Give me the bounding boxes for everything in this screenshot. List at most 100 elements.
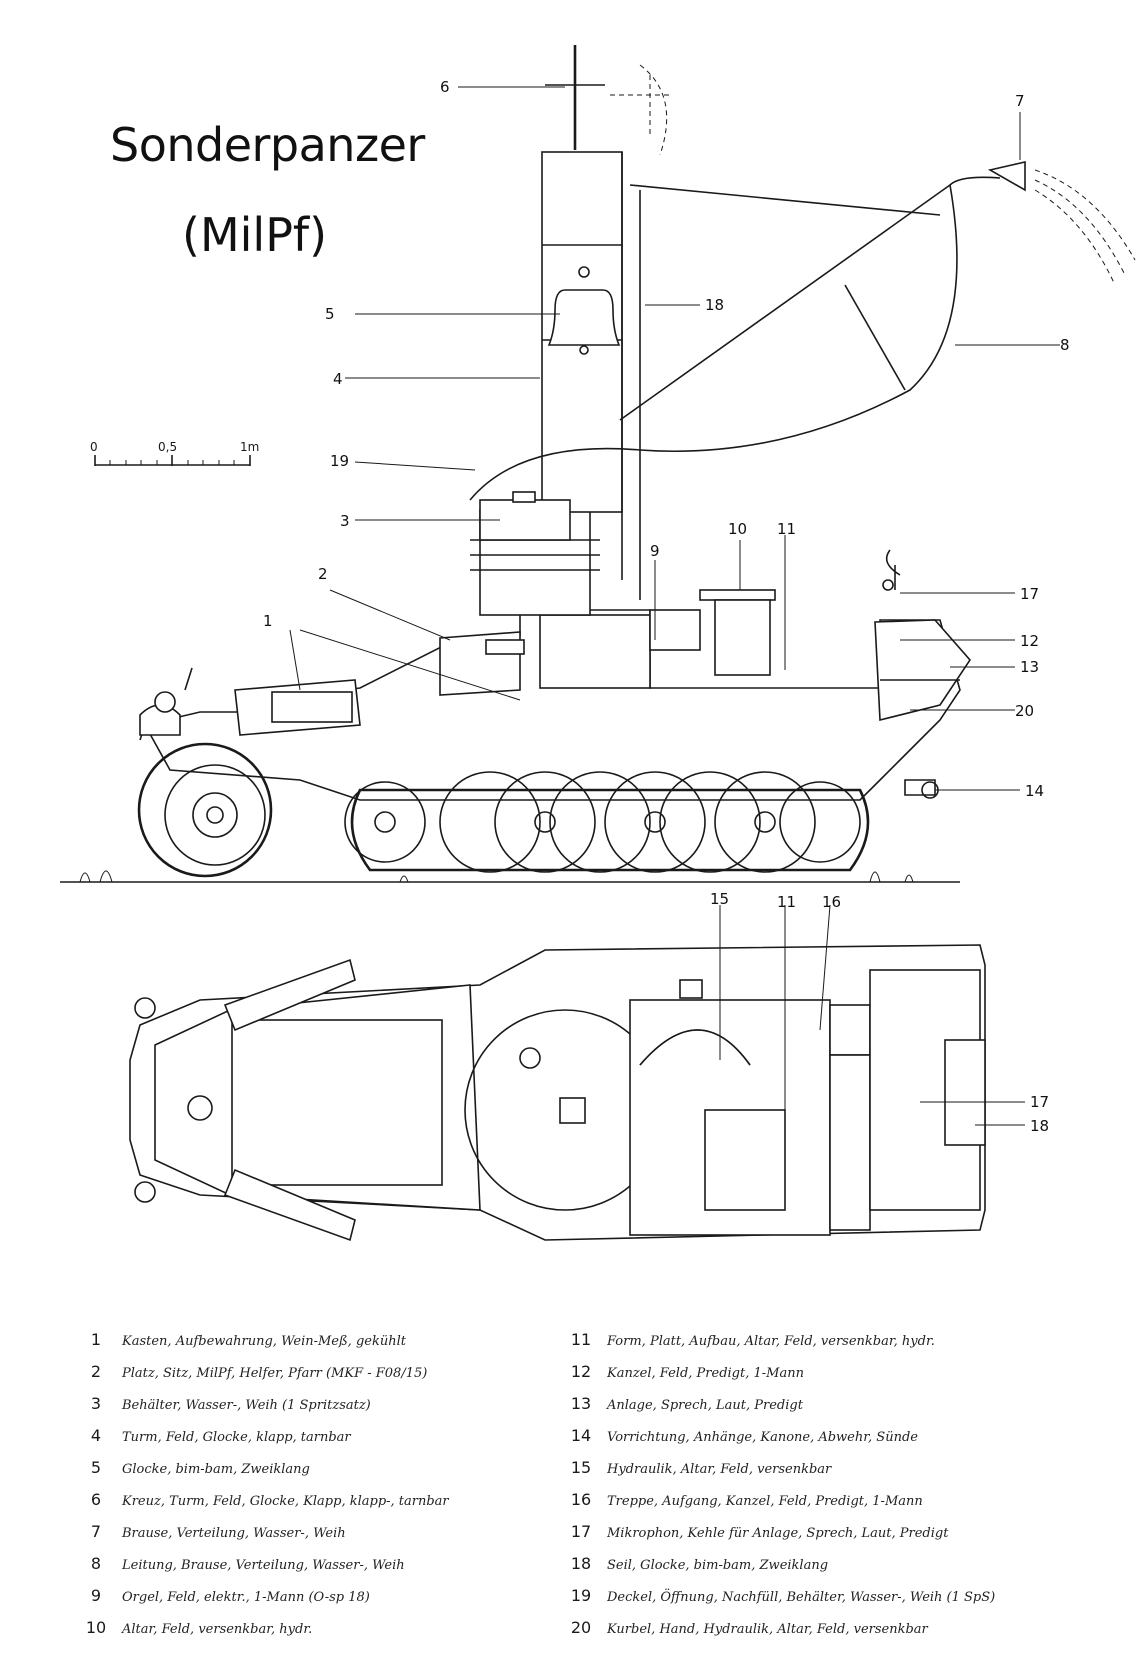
legend-text: Altar, Feld, versenkbar, hydr. <box>122 1622 313 1637</box>
side-view <box>60 45 1136 883</box>
legend-num: 1 <box>90 1330 102 1349</box>
legend-row: 9 Orgel, Feld, elektr., 1-Mann (O-sp 18) <box>70 1586 370 1614</box>
legend-text: Behälter, Wasser-, Weih (1 Spritzsatz) <box>122 1398 371 1413</box>
legend-text: Kreuz, Turm, Feld, Glocke, Klapp, klapp-… <box>122 1494 449 1509</box>
legend-num: 16 <box>570 1490 592 1509</box>
legend-num: 14 <box>570 1426 592 1445</box>
callout-13: 13 <box>1020 658 1040 676</box>
callout-6: 6 <box>440 78 450 96</box>
callout-16: 16 <box>822 893 842 911</box>
legend-num: 13 <box>570 1394 592 1413</box>
callout-15-top: 15 <box>710 890 730 908</box>
legend-num: 6 <box>90 1490 102 1509</box>
legend-num: 9 <box>90 1586 102 1605</box>
scale-label-1m: 1m <box>240 440 260 454</box>
legend-num: 5 <box>90 1458 102 1477</box>
callout-12: 12 <box>1020 632 1040 650</box>
legend-row: 17 Mikrophon, Kehle für Anlage, Sprech, L… <box>555 1522 949 1550</box>
legend-row: 1 Kasten, Aufbewahrung, Wein-Meß, gekühlt <box>70 1330 406 1358</box>
legend-row: 15 Hydraulik, Altar, Feld, versenkbar <box>555 1458 831 1486</box>
legend-row: 6 Kreuz, Turm, Feld, Glocke, Klapp, klapp… <box>70 1490 449 1518</box>
legend-num: 20 <box>570 1618 592 1637</box>
legend-text: Glocke, bim-bam, Zweiklang <box>122 1462 310 1477</box>
legend-num: 18 <box>570 1554 592 1573</box>
sprinkler-arm <box>469 160 1136 501</box>
legend-text: Seil, Glocke, bim-bam, Zweiklang <box>607 1558 829 1573</box>
callout-5: 5 <box>325 305 335 323</box>
callout-7: 7 <box>1015 92 1025 110</box>
callout-9: 9 <box>650 542 660 560</box>
legend-row: 10 Altar, Feld, versenkbar, hydr. <box>70 1618 312 1646</box>
legend-row: 5 Glocke, bim-bam, Zweiklang <box>70 1458 310 1486</box>
legend-num: 4 <box>90 1426 102 1445</box>
callout-18: 18 <box>705 296 725 314</box>
front-wheel <box>137 742 273 878</box>
legend-num: 10 <box>85 1618 107 1637</box>
vehicle-drawing <box>60 45 1136 1242</box>
legend-text: Hydraulik, Altar, Feld, versenkbar <box>607 1462 832 1477</box>
legend-row: 2 Platz, Sitz, MilPf, Helfer, Pfarr (MKF … <box>70 1362 427 1390</box>
legend-row: 8 Leitung, Brause, Verteilung, Wasser-, W… <box>70 1554 405 1582</box>
legend-text: Form, Platt, Aufbau, Altar, Feld, versen… <box>607 1334 935 1349</box>
legend-num: 2 <box>90 1362 102 1381</box>
legend-row: 20 Kurbel, Hand, Hydraulik, Altar, Feld, … <box>555 1618 928 1646</box>
leader-lines <box>289 86 1060 1126</box>
callout-10: 10 <box>728 520 748 538</box>
legend-text: Kasten, Aufbewahrung, Wein-Meß, gekühlt <box>122 1334 406 1349</box>
bell-tower <box>470 45 670 616</box>
organ <box>649 609 701 651</box>
road-wheels <box>344 771 861 873</box>
drawing-subtitle: (MilPf) <box>182 208 328 262</box>
callout-18-top: 18 <box>1030 1117 1050 1135</box>
callout-17-top: 17 <box>1030 1093 1050 1111</box>
drawing-title: Sonderpanzer <box>110 118 425 172</box>
legend-num: 12 <box>570 1362 592 1381</box>
legend-num: 3 <box>90 1394 102 1413</box>
track <box>350 788 870 872</box>
legend-row: 19 Deckel, Öffnung, Nachfüll, Behälter, W… <box>555 1586 995 1614</box>
legend-num: 17 <box>570 1522 592 1541</box>
callout-20: 20 <box>1015 702 1035 720</box>
callout-8: 8 <box>1060 336 1070 354</box>
legend-row: 12 Kanzel, Feld, Predigt, 1-Mann <box>555 1362 804 1390</box>
legend-text: Kurbel, Hand, Hydraulik, Altar, Feld, ve… <box>607 1622 928 1637</box>
callout-11: 11 <box>777 520 797 538</box>
legend-text: Platz, Sitz, MilPf, Helfer, Pfarr (MKF -… <box>122 1366 428 1381</box>
legend-text: Brause, Verteilung, Wasser-, Weih <box>122 1526 346 1541</box>
legend-text: Leitung, Brause, Verteilung, Wasser-, We… <box>122 1558 405 1573</box>
legend-row: 16 Treppe, Aufgang, Kanzel, Feld, Predigt… <box>555 1490 923 1518</box>
legend: 1 Kasten, Aufbewahrung, Wein-Meß, gekühlt… <box>70 1330 1090 1660</box>
legend-num: 11 <box>570 1330 592 1349</box>
legend-text: Anlage, Sprech, Laut, Predigt <box>607 1398 803 1413</box>
altar-top <box>699 589 776 601</box>
callout-1: 1 <box>263 612 273 630</box>
scale-label-0: 0 <box>90 440 98 454</box>
legend-num: 15 <box>570 1458 592 1477</box>
legend-row: 11 Form, Platt, Aufbau, Altar, Feld, vers… <box>555 1330 935 1358</box>
callout-11-top: 11 <box>777 893 797 911</box>
legend-text: Deckel, Öffnung, Nachfüll, Behälter, Was… <box>607 1590 996 1605</box>
legend-text: Vorrichtung, Anhänge, Kanone, Abwehr, Sü… <box>607 1430 918 1445</box>
scale-label-half: 0,5 <box>158 440 178 454</box>
legend-num: 7 <box>90 1522 102 1541</box>
legend-row: 14 Vorrichtung, Anhänge, Kanone, Abwehr, … <box>555 1426 918 1454</box>
legend-text: Kanzel, Feld, Predigt, 1-Mann <box>607 1366 804 1381</box>
legend-row: 18 Seil, Glocke, bim-bam, Zweiklang <box>555 1554 828 1582</box>
callout-4: 4 <box>333 370 343 388</box>
legend-text: Orgel, Feld, elektr., 1-Mann (O-sp 18) <box>122 1590 370 1605</box>
callout-19: 19 <box>330 452 350 470</box>
legend-text: Treppe, Aufgang, Kanzel, Feld, Predigt, … <box>607 1494 923 1509</box>
legend-num: 19 <box>570 1586 592 1605</box>
scale-bar <box>94 455 251 466</box>
callout-3: 3 <box>340 512 350 530</box>
callout-2: 2 <box>318 565 328 583</box>
legend-text: Mikrophon, Kehle für Anlage, Sprech, Lau… <box>607 1526 949 1541</box>
callout-14: 14 <box>1025 782 1045 800</box>
callout-17: 17 <box>1020 585 1040 603</box>
legend-row: 13 Anlage, Sprech, Laut, Predigt <box>555 1394 803 1422</box>
legend-num: 8 <box>90 1554 102 1573</box>
legend-row: 3 Behälter, Wasser-, Weih (1 Spritzsatz) <box>70 1394 371 1422</box>
legend-row: 7 Brause, Verteilung, Wasser-, Weih <box>70 1522 346 1550</box>
